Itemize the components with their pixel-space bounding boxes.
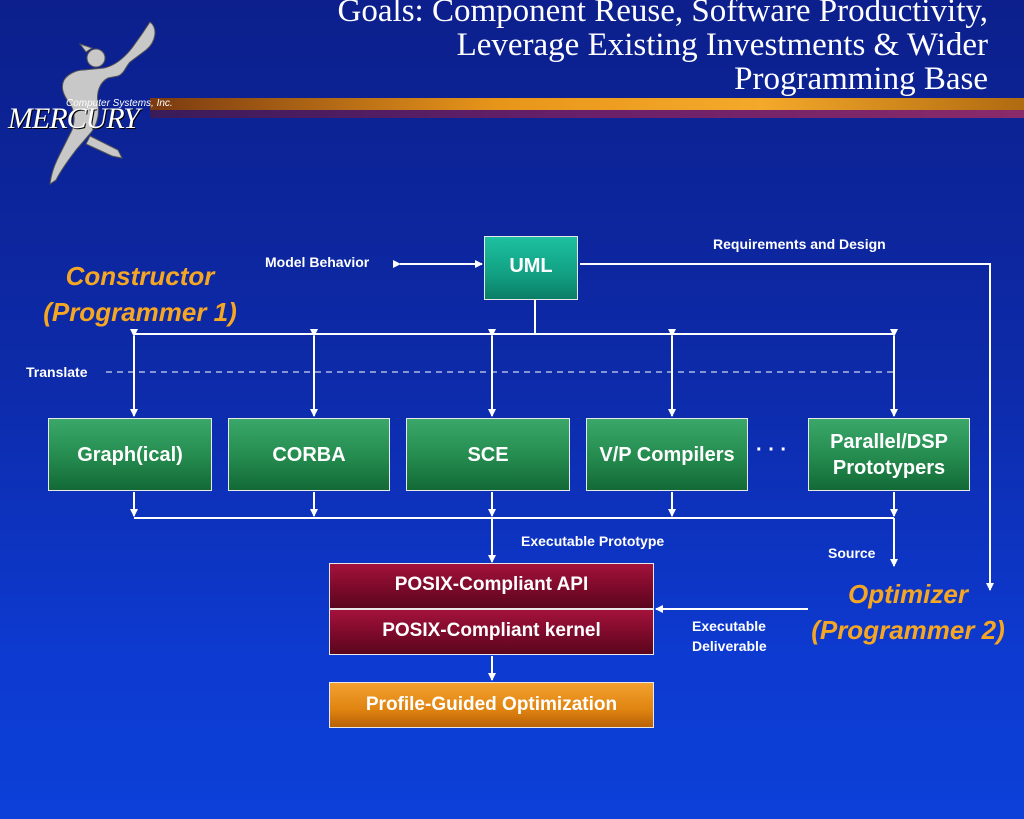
logo-wordmark: MERCURY	[8, 102, 140, 135]
parallel-dsp-node: Parallel/DSP Prototypers	[808, 418, 970, 491]
pgo-label: Profile-Guided Optimization	[365, 694, 618, 715]
ellipsis-label: · · ·	[756, 439, 788, 461]
constructor-line-1: Constructor	[65, 261, 215, 291]
uml-label: UML	[509, 255, 553, 277]
requirements-label: Requirements and Design	[713, 236, 886, 252]
constructor-line-2: (Programmer 1)	[43, 297, 237, 327]
title-line-1: Goals: Component Reuse, Software Product…	[337, 0, 988, 29]
vp-compilers-label: V/P Compilers	[599, 443, 735, 466]
executable-deliverable-label: Executable Deliverable	[692, 616, 767, 656]
logo-company-line: Computer Systems, Inc.	[66, 98, 173, 109]
parallel-line-1: Parallel/DSP	[830, 430, 948, 453]
posix-kernel-label: POSIX-Compliant kernel	[382, 620, 601, 641]
title-line-3: Programming Base	[734, 61, 988, 97]
mercury-logo: Computer Systems, Inc. MERCURY	[0, 18, 190, 188]
optimizer-line-2: (Programmer 2)	[811, 615, 1005, 645]
graphical-node: Graph(ical)	[48, 418, 212, 491]
translate-label: Translate	[26, 364, 88, 380]
uml-node: UML	[484, 236, 578, 300]
mercury-figure-icon	[49, 21, 156, 186]
header-band-purple	[150, 110, 1024, 118]
requirements-arrow	[580, 263, 994, 591]
title-line-2: Leverage Existing Investments & Wider	[456, 27, 988, 63]
source-label: Source	[828, 545, 876, 561]
corba-label: CORBA	[272, 443, 346, 466]
sce-node: SCE	[406, 418, 570, 491]
executable-line-1: Executable	[692, 618, 766, 634]
corba-node: CORBA	[228, 418, 390, 491]
executable-line-2: Deliverable	[692, 638, 767, 654]
model-behavior-label: Model Behavior	[265, 254, 370, 270]
vp-compilers-node: V/P Compilers	[586, 418, 748, 491]
parallel-line-2: Prototypers	[832, 456, 946, 479]
optimizer-line-1: Optimizer	[848, 579, 968, 609]
sce-label: SCE	[467, 443, 509, 466]
posix-api-label: POSIX-Compliant API	[394, 574, 589, 595]
posix-kernel-node: POSIX-Compliant kernel	[329, 609, 654, 655]
graphical-label: Graph(ical)	[77, 443, 183, 466]
pgo-node: Profile-Guided Optimization	[329, 682, 654, 728]
header-band-orange	[150, 98, 1024, 110]
constructor-role: Constructor (Programmer 1)	[20, 258, 260, 330]
optimizer-role: Optimizer (Programmer 2)	[790, 576, 1024, 648]
slide-title: Goals: Component Reuse, Software Product…	[228, 0, 988, 96]
posix-api-node: POSIX-Compliant API	[329, 563, 654, 609]
executable-prototype-label: Executable Prototype	[521, 533, 665, 549]
